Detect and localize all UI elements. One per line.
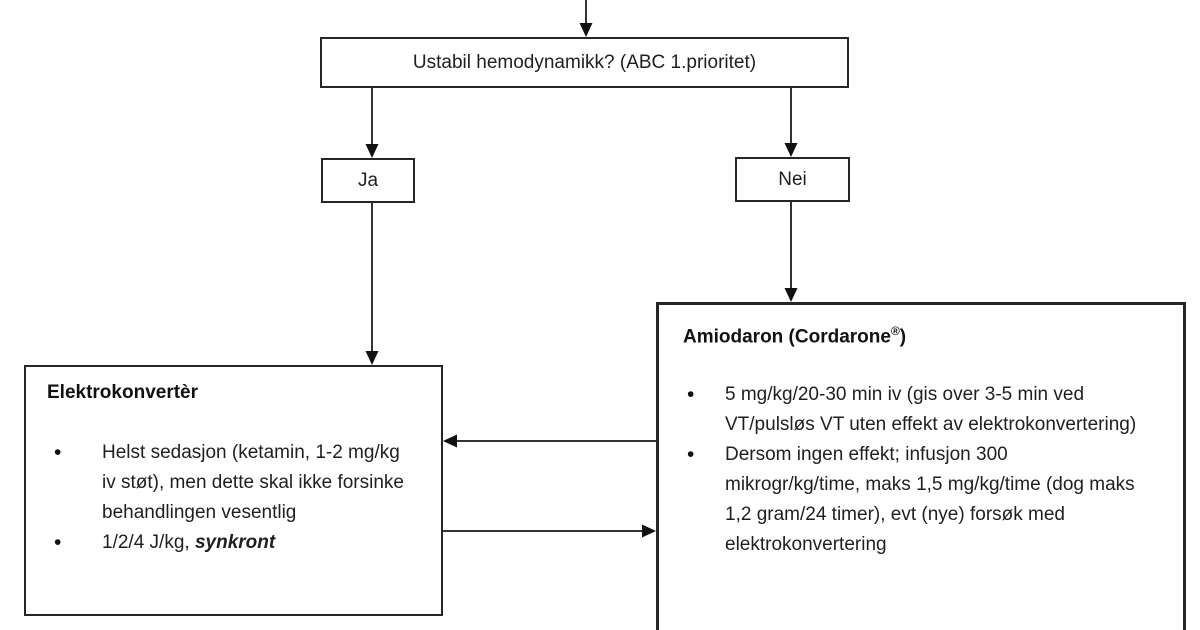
yes-box-label: Ja: [357, 169, 379, 191]
question-box: Ustabil hemodynamikk? (ABC 1.prioritet): [320, 37, 849, 88]
bullet-text: 1/2/4 J/kg,: [102, 532, 195, 553]
registered-trademark-icon: ®: [890, 324, 900, 338]
arrow-no-to-amiodarone: [784, 202, 798, 302]
amiodarone-title-close-paren: ): [899, 326, 907, 348]
bullet-item: Helst sedasjon (ketamin, 1-2 mg/kg iv st…: [47, 438, 412, 528]
arrow-yes-to-electroconvert: [365, 203, 379, 365]
no-box-label: Nei: [778, 168, 807, 190]
amiodarone-title-text: Amiodaron (Cordarone: [683, 326, 891, 348]
yes-box: Ja: [321, 158, 415, 203]
arrow-electroconvert-to-amiodarone: [443, 524, 656, 538]
bullet-item: 5 mg/kg/20-30 min iv (gis over 3-5 min v…: [683, 380, 1145, 440]
electroconvert-title: Elektrokonvertèr: [47, 382, 199, 403]
arrow-amiodarone-to-electroconvert: [443, 434, 656, 448]
electroconvert-box: Elektrokonvertèr Helst sedasjon (ketamin…: [24, 365, 443, 616]
arrow-into-question-box: [579, 0, 593, 37]
bullet-text: 5 mg/kg/20-30 min iv (gis over 3-5 min v…: [725, 384, 1137, 436]
question-box-label: Ustabil hemodynamikk? (ABC 1.prioritet): [412, 51, 757, 73]
bullet-text-emphasis: synkront: [194, 532, 276, 553]
arrow-question-to-no: [784, 88, 798, 157]
bullet-text: Helst sedasjon (ketamin, 1-2 mg/kg iv st…: [102, 442, 404, 523]
amiodarone-bullet-list: 5 mg/kg/20-30 min iv (gis over 3-5 min v…: [683, 380, 1169, 560]
bullet-item: Dersom ingen effekt; infusjon 300 mikrog…: [683, 440, 1145, 560]
arrow-question-to-yes: [365, 88, 379, 158]
amiodarone-title: Amiodaron (Cordarone®): [683, 316, 1169, 352]
electroconvert-bullet-list: Helst sedasjon (ketamin, 1-2 mg/kg iv st…: [47, 438, 427, 558]
amiodarone-box: Amiodaron (Cordarone®) 5 mg/kg/20-30 min…: [656, 302, 1186, 630]
no-box: Nei: [735, 157, 850, 202]
bullet-text: Dersom ingen effekt; infusjon 300 mikrog…: [725, 444, 1135, 556]
bullet-item: 1/2/4 J/kg, synkront: [47, 528, 412, 558]
